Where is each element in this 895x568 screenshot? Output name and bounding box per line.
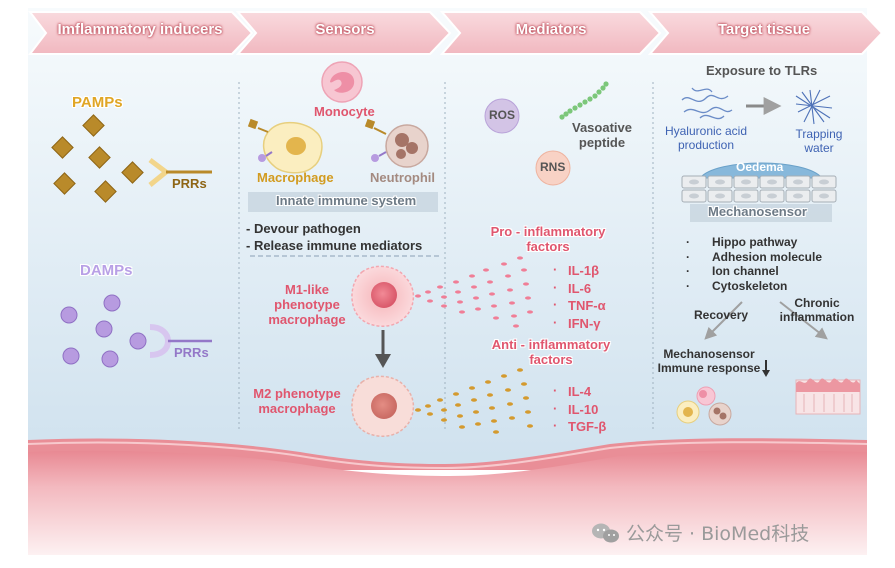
header-sensors: Sensors bbox=[315, 21, 375, 38]
m1-to-m2-arrow bbox=[375, 330, 391, 368]
ros-label: ROS bbox=[489, 108, 516, 122]
anti-factor-item: ·IL-10 bbox=[553, 400, 599, 417]
chronic-tissue-block bbox=[795, 378, 861, 415]
pro-inflammatory-dots bbox=[415, 256, 533, 328]
damps-particles bbox=[60, 294, 147, 368]
chronic-arrow bbox=[779, 301, 828, 340]
devour-pathogen-label: - Devour pathogen bbox=[246, 221, 361, 236]
rns-bubble bbox=[535, 150, 571, 186]
vasoactive-peptide-chain bbox=[559, 81, 609, 120]
watermark-text: 公众号 · BioMed科技 bbox=[626, 523, 810, 545]
trapping-water-label: Trapping water bbox=[795, 127, 843, 155]
pro-factor-item: ·IFN-γ bbox=[553, 314, 601, 331]
prrs-label-top: PRRs bbox=[172, 176, 207, 191]
monocyte-label: Monocyte bbox=[314, 104, 375, 119]
pro-inflammatory-list: ·IL-1β ·IL-6 ·TNF-α ·IFN-γ bbox=[553, 262, 606, 332]
anti-inflammatory-title: Anti - inflammatory factors bbox=[491, 337, 611, 367]
pathway-item: ·Adhesion molecule bbox=[686, 249, 823, 264]
recovery-arrow bbox=[704, 301, 743, 340]
release-mediators-label: - Release immune mediators bbox=[246, 238, 423, 253]
macrophage-cell bbox=[247, 118, 323, 174]
m1-macrophage-cell bbox=[351, 265, 415, 327]
panel-background bbox=[28, 8, 867, 470]
header-arrow-4 bbox=[647, 11, 884, 55]
neutrophil-label: Neutrophil bbox=[370, 170, 435, 185]
anti-factor-item: ·IL-4 bbox=[553, 383, 592, 399]
header-arrow-2 bbox=[235, 11, 452, 55]
macrophage-label: Macrophage bbox=[257, 170, 334, 185]
anti-factor-item: ·TGF-β bbox=[553, 418, 607, 434]
recovery-label: Recovery bbox=[694, 308, 749, 322]
monocyte-cell bbox=[321, 61, 363, 103]
anti-inflammatory-dots bbox=[415, 368, 533, 434]
pamps-label: PAMPs bbox=[72, 94, 123, 111]
hyaluronic-fibers bbox=[681, 87, 733, 120]
innate-banner bbox=[248, 192, 438, 212]
pathway-item: ·Cytoskeleton bbox=[686, 278, 788, 293]
header-target-tissue: Target tissue bbox=[717, 21, 811, 38]
chronic-inflammation-label: Chronic inflammation bbox=[779, 296, 855, 324]
pro-inflammatory-title: Pro - inflammatory factors bbox=[490, 224, 606, 254]
rns-label: RNS bbox=[540, 160, 566, 174]
prr-receptor-top bbox=[148, 158, 212, 187]
ros-bubble bbox=[484, 98, 520, 134]
mechanosensor-banner bbox=[690, 204, 832, 222]
pro-factor-item: ·TNF-α bbox=[553, 297, 606, 313]
trapping-water-mesh bbox=[795, 89, 833, 125]
prr-receptor-bottom bbox=[149, 324, 212, 358]
vasoactive-label: Vasoative peptide bbox=[572, 120, 632, 150]
pathway-list: ·Hippo pathway ·Adhesion molecule ·Ion c… bbox=[686, 235, 822, 293]
pamps-particles bbox=[51, 114, 144, 203]
recovery-cells bbox=[676, 386, 732, 426]
header-arrow-3 bbox=[439, 11, 662, 55]
header-inducers: Imflammatory inducers bbox=[57, 21, 223, 38]
hyaluronic-label: Hyaluronic acid production bbox=[664, 124, 748, 152]
pathway-item: ·Hippo pathway bbox=[686, 235, 798, 249]
down-arrow-icon bbox=[762, 360, 770, 377]
m1-macrophage-label: M1-like phenotype macrophage bbox=[268, 282, 346, 327]
wechat-icon bbox=[592, 523, 619, 543]
header-mediators: Mediators bbox=[515, 21, 587, 38]
exposure-tlrs-label: Exposure to TLRs bbox=[706, 63, 818, 78]
prrs-label-bottom: PRRs bbox=[174, 345, 209, 360]
innate-immune-label: Innate immune system bbox=[276, 193, 417, 208]
pro-factor-item: ·IL-1β bbox=[553, 262, 600, 278]
neutrophil-cell bbox=[364, 118, 429, 168]
damps-label: DAMPs bbox=[80, 262, 133, 279]
header-arrow-1 bbox=[27, 11, 254, 55]
pathway-item: ·Ion channel bbox=[686, 264, 779, 278]
anti-inflammatory-list: ·IL-4 ·IL-10 ·TGF-β bbox=[553, 383, 607, 436]
header-arrows bbox=[27, 11, 884, 55]
m2-macrophage-label: M2 phenotype macrophage bbox=[253, 386, 341, 416]
skin-layer bbox=[28, 450, 867, 555]
mechanosensor-response-label: Mechanosensor Immune response bbox=[657, 347, 761, 375]
m2-macrophage-cell bbox=[351, 375, 415, 437]
pro-factor-item: ·IL-6 bbox=[553, 279, 592, 296]
mechanosensor-label: Mechanosensor bbox=[708, 204, 807, 219]
oedema-label: Oedema bbox=[736, 160, 784, 174]
